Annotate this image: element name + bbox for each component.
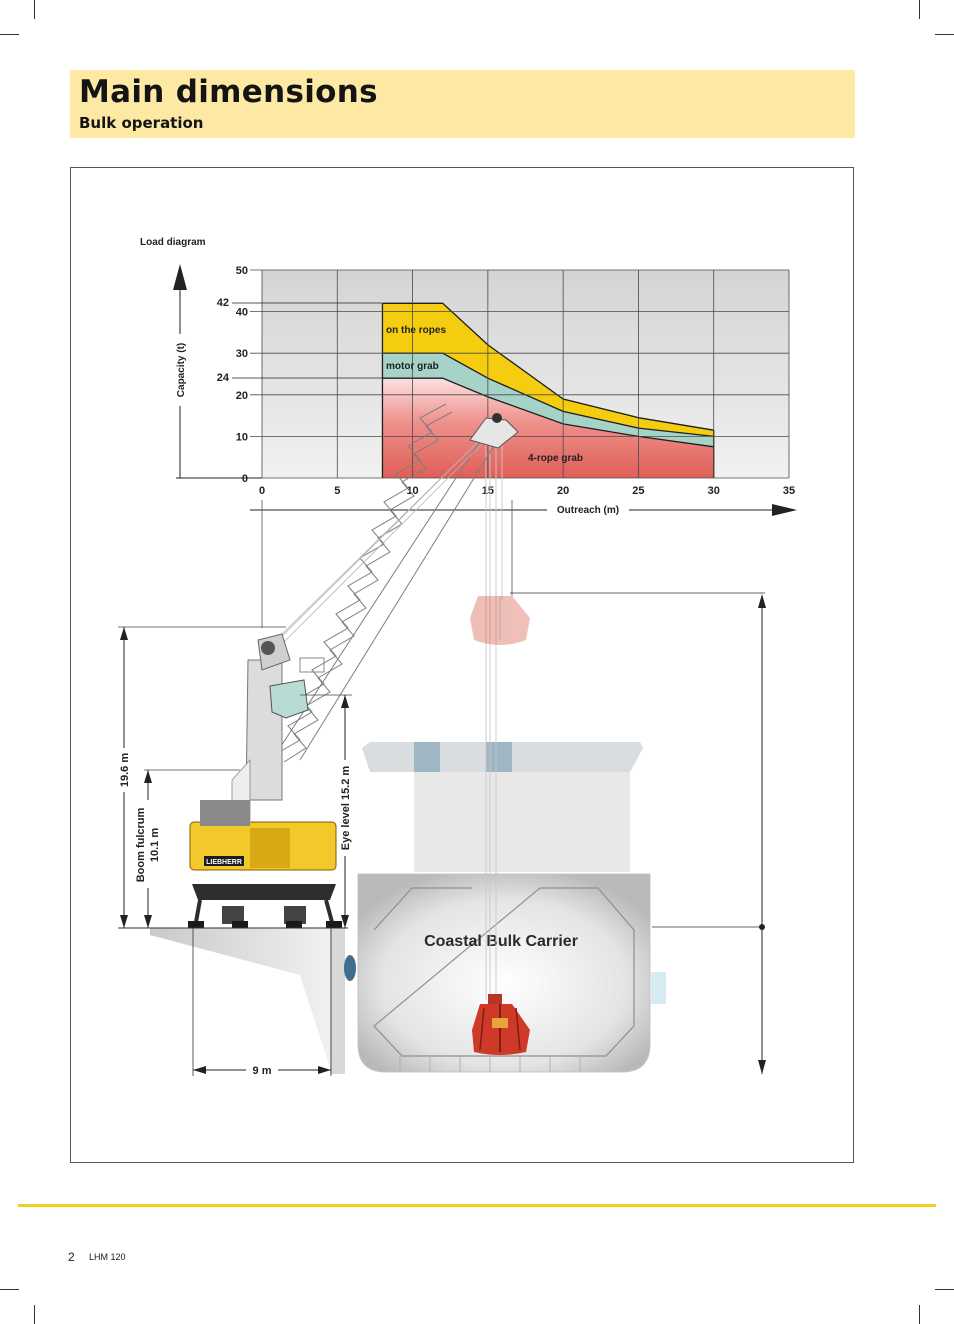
load-diagram-label: Load diagram [140,237,206,248]
diagram-frame [70,167,854,1163]
crop-mark [935,1289,954,1290]
chart-line-3 [382,377,714,448]
x-tick-label: 30 [708,485,720,497]
product-name: LHM 120 [89,1252,126,1262]
y-axis-arrow [173,264,187,290]
grab-raised [470,596,530,645]
x-tick-label: 15 [482,485,494,497]
x-tick-label: 10 [406,485,418,497]
tick-label-42: 42 [217,297,229,309]
dim-width: 9 m [253,1065,272,1077]
band-label-grab: 4-rope grab [528,453,583,464]
y-axis-label: Capacity (t) [176,343,187,397]
page-title: Main dimensions [79,74,378,110]
dim-boom-fulcrum-label: Boom fulcrum [135,808,147,883]
dim-total-height: 19.6 m [119,753,131,787]
y-tick-label: 0 [242,473,248,485]
x-tick-label: 5 [334,485,340,497]
crane-tower [245,659,283,801]
ship-hull [357,873,651,1073]
chart-ticks: 0 5 10 15 20 25 30 35 0 10 20 30 40 50 [236,265,795,497]
band-label-motor: motor grab [386,361,439,372]
header-band: Main dimensions Bulk operation [70,70,855,138]
y-tick-label: 50 [236,265,248,277]
crop-mark [919,1305,920,1324]
fender [344,955,356,981]
quay-wall [150,928,345,1074]
crop-mark [0,34,19,35]
y-tick-label: 30 [236,348,248,360]
chart-area-grab [382,378,714,478]
crop-mark [34,0,35,19]
chart-grid [250,269,790,479]
x-tick-label: 20 [557,485,569,497]
dim-boom-fulcrum-value: 10.1 m [149,828,161,862]
y-tick-label: 20 [236,390,248,402]
quay-edge [330,928,345,1074]
crop-mark [0,1289,19,1290]
x-tick-label: 25 [632,485,644,497]
band-label-ropes: on the ropes [386,325,446,336]
page-subtitle: Bulk operation [79,114,204,132]
page-number: 2 [68,1250,75,1264]
chart-line-1 [382,302,714,431]
y-tick-label: 10 [236,431,248,443]
crop-mark [935,34,954,35]
x-axis-arrow [772,504,797,516]
ship-name: Coastal Bulk Carrier [424,933,578,950]
hold-outline [373,887,635,1057]
crop-mark [34,1305,35,1324]
x-tick-label: 35 [783,485,795,497]
tick-label-24: 24 [217,372,230,384]
grab-ropes [485,430,503,1000]
footer-rule [18,1204,936,1207]
grab-in-hold [472,994,530,1055]
dim-eye-level: Eye level 15.2 m [340,766,352,851]
crop-mark [919,0,920,19]
crane-brand: LIEBHERR [206,859,242,866]
x-axis-label: Outreach (m) [557,505,619,516]
crane-undercarriage [192,884,336,900]
crane-cab [269,679,309,719]
x-tick-label: 0 [259,485,265,497]
crane: LIEBHERR [188,403,519,928]
y-tick-label: 40 [236,307,248,319]
